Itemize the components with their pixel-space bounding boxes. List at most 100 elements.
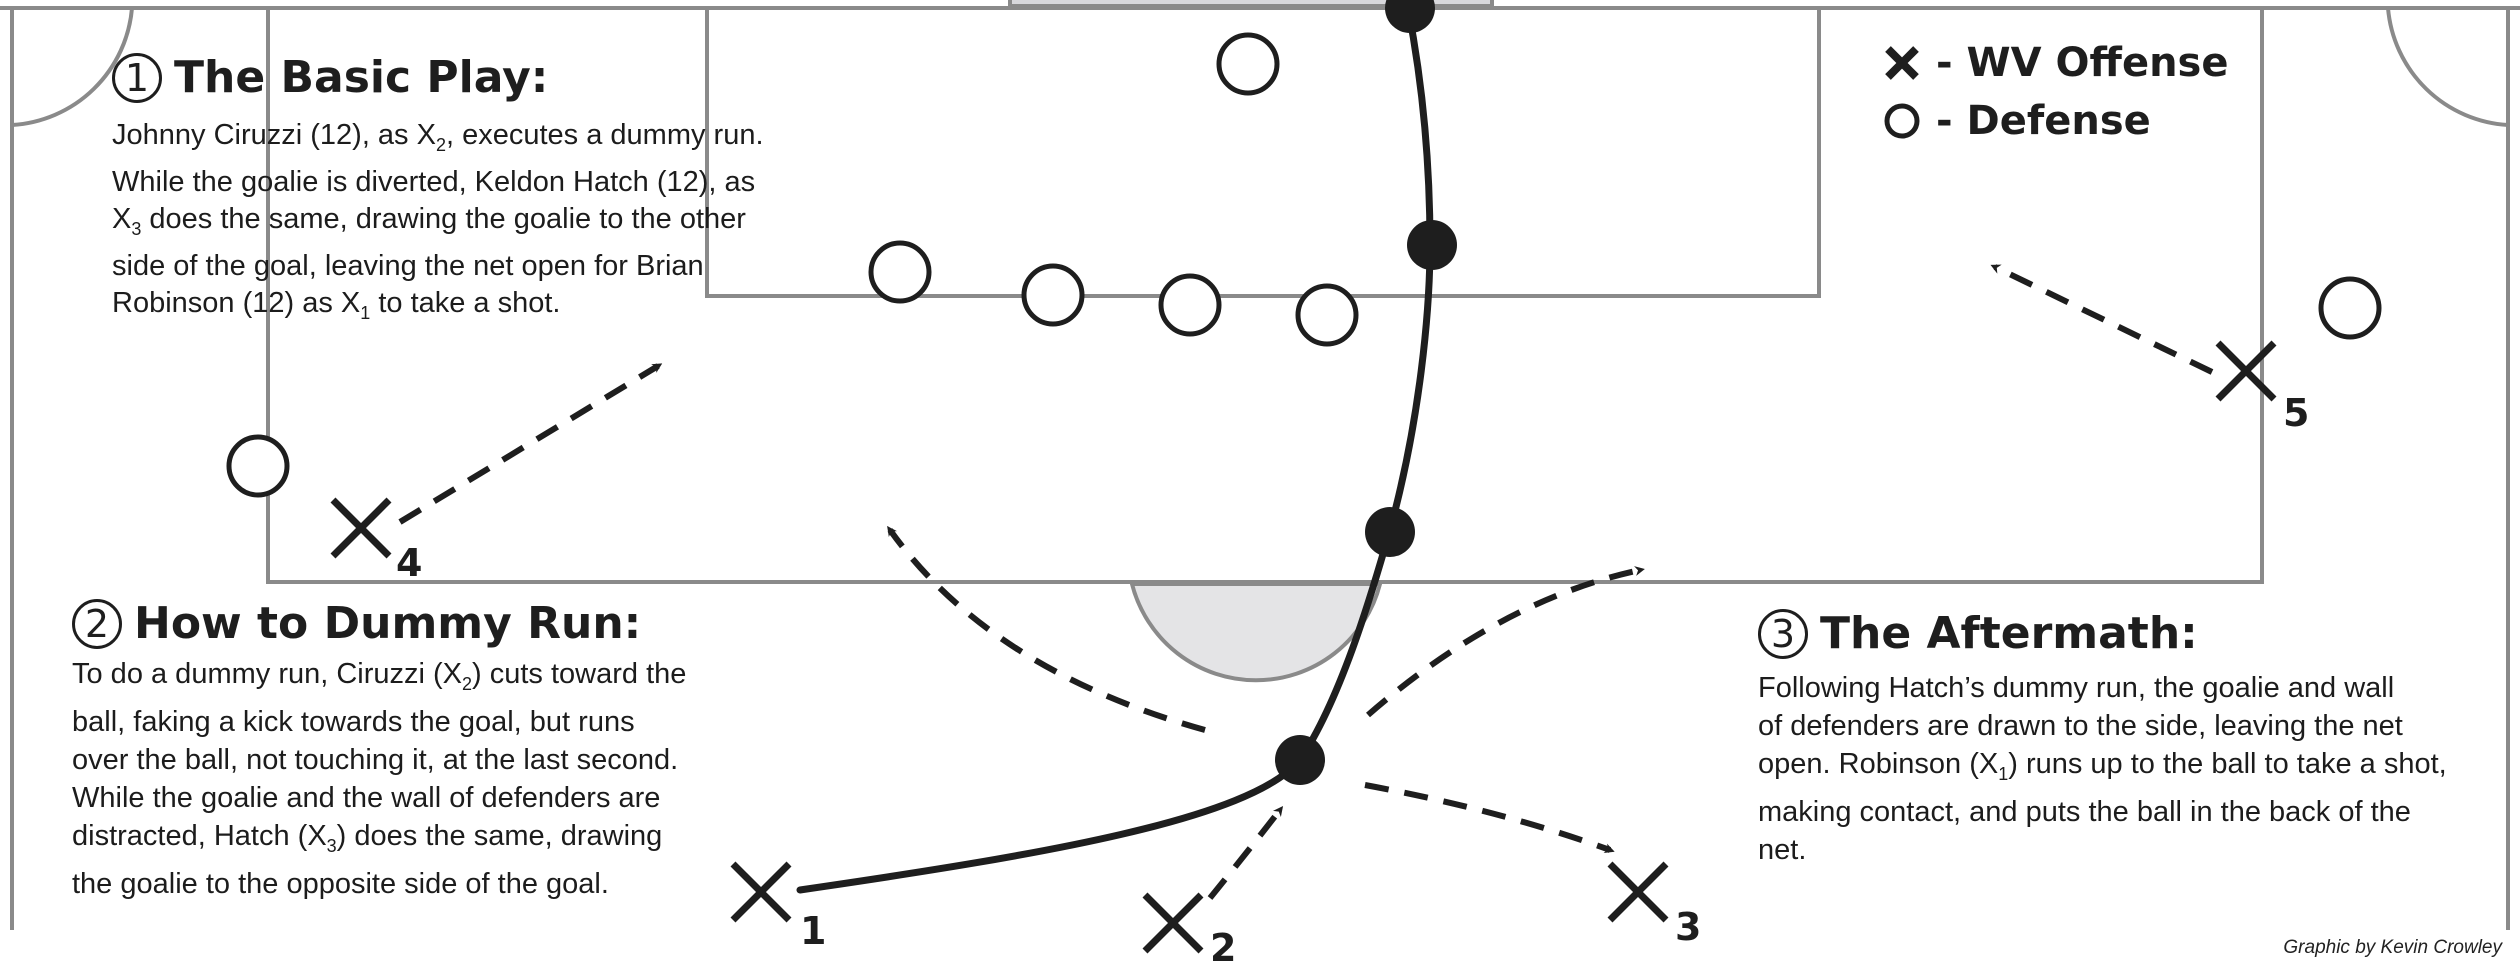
player-label-2: 2 (1210, 926, 1236, 961)
text-line: the goalie to the opposite side of the g… (72, 865, 732, 903)
text-run: ) cuts toward the (472, 658, 687, 690)
legend-defense: - Defense (1882, 92, 2228, 150)
defenders (226, 32, 2382, 498)
section-description: To do a dummy run, Ciruzzi (X2) cuts tow… (72, 655, 732, 903)
offense-x-1 (730, 861, 792, 923)
text-line: While the goalie is diverted, Keldon Hat… (112, 164, 792, 201)
section-basic-play: 1 The Basic Play: Johnny Ciruzzi (12), a… (112, 52, 792, 331)
section-heading: 1 The Basic Play: (112, 52, 792, 103)
run-player-4 (398, 363, 663, 525)
step-number-badge: 1 (112, 52, 162, 103)
defender-wall (868, 240, 932, 304)
text-line: of defenders are drawn to the side, leav… (1758, 707, 2458, 745)
ball-position (1275, 735, 1325, 785)
section-heading: 2 How to Dummy Run: (72, 598, 732, 649)
section-title: The Basic Play: (174, 52, 549, 103)
defender-wall (1295, 283, 1359, 347)
offense-x-4 (330, 497, 392, 559)
section-heading: 3 The Aftermath: (1758, 608, 2458, 659)
text-run: distracted, Hatch (X (72, 819, 327, 852)
section-description: Following Hatch’s dummy run, the goalie … (1758, 669, 2458, 869)
ball-position (1365, 507, 1415, 557)
text-run: ) runs up to the ball to take a shot, (2008, 748, 2447, 780)
text-run: ) does the same, drawing (336, 819, 663, 852)
text-run: making contact, and puts the ball in the… (1758, 795, 2411, 828)
subscript: 1 (360, 302, 371, 323)
defender-wall (1158, 273, 1222, 337)
text-run: While the goalie is diverted, Keldon Hat… (112, 165, 756, 198)
text-run: Johnny Ciruzzi (12), as X (112, 119, 436, 151)
text-run: open. Robinson (X (1758, 748, 1999, 780)
ball-position (1385, 0, 1435, 33)
field-markings (0, 0, 2520, 930)
offense-x-3 (1607, 861, 1669, 923)
player-label-4: 4 (396, 541, 422, 585)
subscript: 1 (1998, 763, 2009, 784)
run-player-2 (1207, 806, 1284, 900)
text-line: net. (1758, 831, 2458, 869)
section-aftermath: 3 The Aftermath: Following Hatch’s dummy… (1758, 608, 2458, 869)
text-line: side of the goal, leaving the net open f… (112, 248, 792, 285)
defender-right (2318, 276, 2382, 340)
legend-offense: - WV Offense (1882, 34, 2228, 92)
subscript: 3 (131, 218, 142, 239)
subscript: 2 (435, 134, 446, 155)
graphic-credit: Graphic by Kevin Crowley (2283, 937, 2502, 958)
subscript: 2 (462, 673, 473, 694)
text-line: To do a dummy run, Ciruzzi (X2) cuts tow… (72, 655, 732, 703)
text-run: to take a shot. (370, 286, 561, 319)
text-run: over the ball, not touching it, at the l… (72, 743, 679, 776)
text-line: Johnny Ciruzzi (12), as X2, executes a d… (112, 117, 792, 164)
step-number-badge: 3 (1758, 608, 1808, 659)
text-run: X (112, 202, 132, 235)
run-right-shot (1366, 566, 1645, 718)
step-number-badge: 2 (72, 598, 122, 649)
goal-net (1008, 0, 1494, 8)
text-run: ball, faking a kick towards the goal, bu… (72, 705, 635, 738)
section-title: The Aftermath: (1820, 608, 2198, 659)
defender-left (226, 434, 290, 498)
text-line: making contact, and puts the ball in the… (1758, 793, 2458, 831)
ball-positions (1275, 0, 1457, 785)
text-run: of defenders are drawn to the side, leav… (1758, 710, 2403, 742)
ball-position (1407, 220, 1457, 270)
text-line: ball, faking a kick towards the goal, bu… (72, 703, 732, 741)
player-label-5: 5 (2283, 391, 2309, 435)
text-run: Robinson (12) as X (112, 286, 361, 319)
text-run: While the goalie and the wall of defende… (72, 781, 661, 814)
player-label-1: 1 (800, 909, 826, 953)
text-line: Robinson (12) as X1 to take a shot. (112, 285, 792, 332)
text-line: X3 does the same, drawing the goalie to … (112, 201, 792, 248)
circle-icon (1884, 103, 1920, 139)
subscript: 3 (326, 835, 337, 856)
dashed-runs (398, 264, 2214, 900)
text-run: Following Hatch’s dummy run, the goalie … (1758, 672, 2395, 704)
run-left-fake (887, 525, 1206, 733)
text-run: the goalie to the opposite side of the g… (72, 867, 609, 900)
offense-x-5 (2215, 340, 2277, 402)
section-description: Johnny Ciruzzi (12), as X2, executes a d… (112, 117, 792, 331)
run-player-3 (1364, 782, 1615, 853)
section-title: How to Dummy Run: (134, 598, 642, 649)
text-line: open. Robinson (X1) runs up to the ball … (1758, 745, 2458, 793)
x-mark-icon (1885, 46, 1919, 80)
text-line: distracted, Hatch (X3) does the same, dr… (72, 817, 732, 865)
offense-players (330, 340, 2277, 954)
corner-arc-left (11, 7, 134, 127)
text-run: side of the goal, leaving the net open f… (112, 249, 704, 282)
corner-arc-right (2386, 7, 2509, 127)
text-line: Following Hatch’s dummy run, the goalie … (1758, 669, 2458, 707)
player-labels: 1 2 3 4 5 (396, 391, 2309, 961)
defender-wall (1021, 263, 1085, 327)
legend-offense-label: - WV Offense (1936, 40, 2229, 86)
defender-goalie (1216, 32, 1280, 96)
text-run: , executes a dummy run. (445, 119, 764, 151)
offense-x-2 (1142, 892, 1204, 954)
section-dummy-run: 2 How to Dummy Run: To do a dummy run, C… (72, 598, 732, 903)
player-label-3: 3 (1675, 905, 1701, 949)
text-line: over the ball, not touching it, at the l… (72, 741, 732, 779)
text-run: To do a dummy run, Ciruzzi (X (72, 658, 463, 690)
text-line: While the goalie and the wall of defende… (72, 779, 732, 817)
legend: - WV Offense - Defense (1882, 34, 2228, 150)
